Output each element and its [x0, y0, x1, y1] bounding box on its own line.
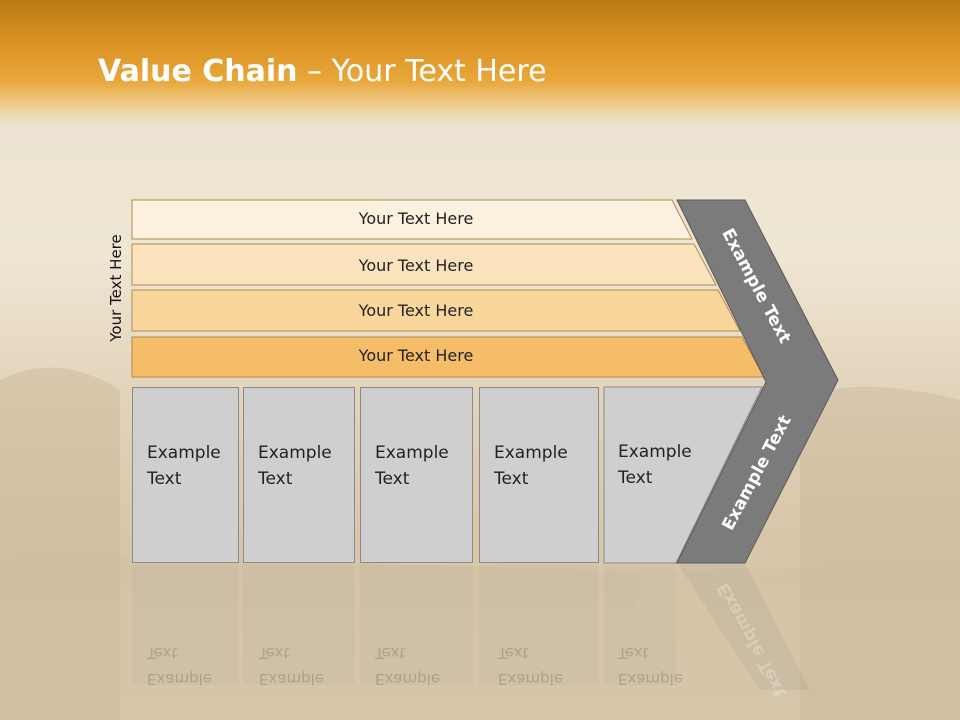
box-4-line1: Example	[494, 443, 568, 463]
box-5-shape	[603, 386, 763, 564]
box-5-line1: Example	[618, 442, 692, 462]
chevron-shape	[676, 199, 839, 564]
title-rest: – Your Text Here	[297, 54, 547, 89]
bar-3	[131, 289, 741, 332]
bar-4-label: Your Text Here	[358, 346, 474, 365]
page-title: Value Chain – Your Text Here	[98, 54, 547, 89]
box-5-line2: Text	[618, 468, 653, 488]
bar-3-label: Your Text Here	[358, 301, 474, 320]
box-1-line2: Text	[147, 469, 182, 489]
box-2-line2: Text	[258, 469, 293, 489]
box-reflections	[132, 565, 676, 685]
chevron-reflection	[677, 563, 810, 690]
box-2-line1: Example	[258, 443, 332, 463]
box-4-line2: Text	[494, 469, 529, 489]
box-3-line2: Text	[375, 469, 410, 489]
title-bold: Value Chain	[98, 54, 298, 89]
bar-2-label: Your Text Here	[358, 256, 474, 275]
box-1-line1: Example	[147, 443, 221, 463]
header-band	[0, 0, 960, 125]
bar-2	[131, 243, 717, 286]
bar-1	[131, 199, 693, 240]
box-3-line1: Example	[375, 443, 449, 463]
bar-1-label: Your Text Here	[358, 209, 474, 228]
